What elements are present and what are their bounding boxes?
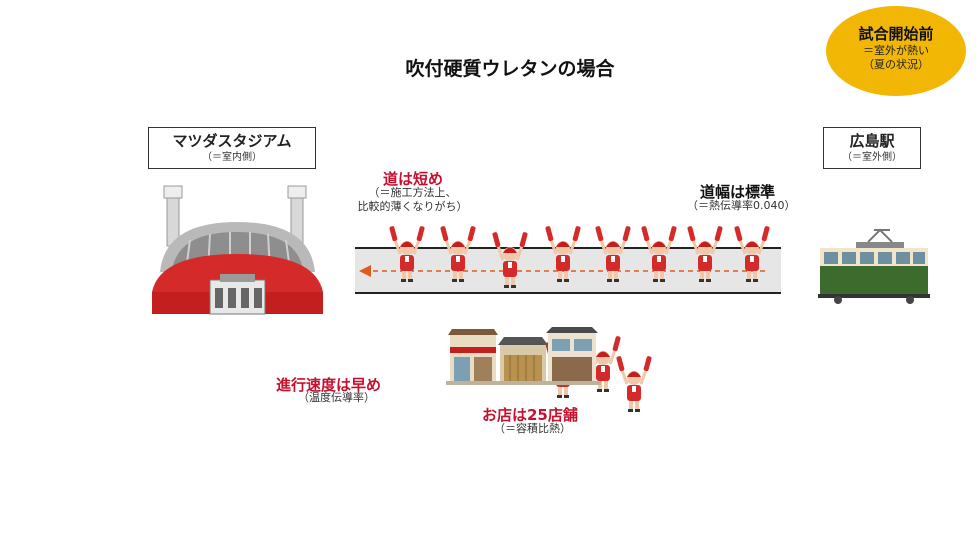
badge-main: 試合開始前 [858,25,934,43]
stadium-name: マツダスタジアム [172,132,292,150]
badge-line2: （夏の状況） [863,58,929,71]
station-name: 広島駅 [849,132,895,150]
speed-heading: 進行速度は早め [276,376,382,394]
station-sub: （＝室外側） [842,152,902,163]
stadium-label-box: マツダスタジアム （＝室内側） [148,127,316,169]
page-title: 吹付硬質ウレタンの場合 [405,58,615,80]
badge-line1: ＝室外が熱い [863,44,929,57]
road-width-note: （＝熱伝導率0.040） [687,199,796,212]
shops-note: （＝容積比熱） [494,422,571,435]
road-short-note1: （＝施工方法上、 [368,186,457,199]
status-badge: 試合開始前 ＝室外が熱い （夏の状況） [826,6,966,96]
stadium-sub: （＝室内側） [202,152,262,163]
road-short-note2: 比較的薄くなりがち） [357,200,468,213]
road-width-heading: 道幅は標準 [700,183,776,201]
shops-heading: お店は25店舗 [482,406,578,424]
station-label-box: 広島駅 （＝室外側） [823,127,921,169]
stadium-icon [152,185,323,315]
road-short-heading: 道は短め [383,170,444,188]
shop-street-icon [446,327,601,385]
tram-icon [818,228,930,304]
speed-note: （温度伝導率） [298,391,375,404]
